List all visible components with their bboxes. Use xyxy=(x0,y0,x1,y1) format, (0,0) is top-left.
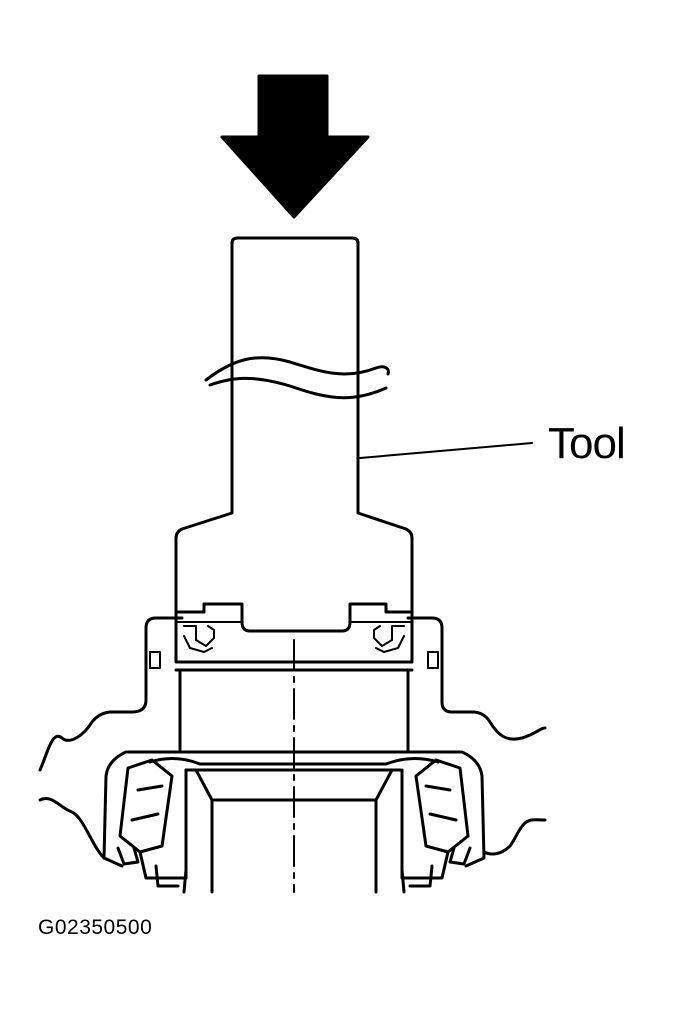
housing-right-edge xyxy=(440,663,547,741)
housing-lug-left xyxy=(149,651,161,669)
tool-label: Tool xyxy=(548,419,626,468)
seal-lip-left xyxy=(183,625,215,653)
roller-bearing-right xyxy=(400,750,486,888)
press-arrow-icon xyxy=(220,74,370,219)
knuckle-lower-right xyxy=(482,818,547,856)
hub-shaft xyxy=(194,768,394,894)
knuckle-lower-left xyxy=(38,797,106,860)
tool-leader-line xyxy=(359,442,533,459)
housing-outline xyxy=(144,616,444,667)
housing-bore xyxy=(178,668,410,754)
shaft-break-line-lower xyxy=(208,376,388,400)
shaft-break-line-upper xyxy=(204,356,390,382)
housing-lug-right xyxy=(427,651,439,669)
housing-left-edge xyxy=(38,663,148,772)
figure-id: G02350500 xyxy=(38,916,153,939)
hub-collar xyxy=(126,750,462,772)
seal-lip-right xyxy=(373,625,405,653)
bearing-outer-race xyxy=(174,610,414,664)
tool-body xyxy=(174,236,414,633)
roller-bearing-left xyxy=(102,750,188,888)
